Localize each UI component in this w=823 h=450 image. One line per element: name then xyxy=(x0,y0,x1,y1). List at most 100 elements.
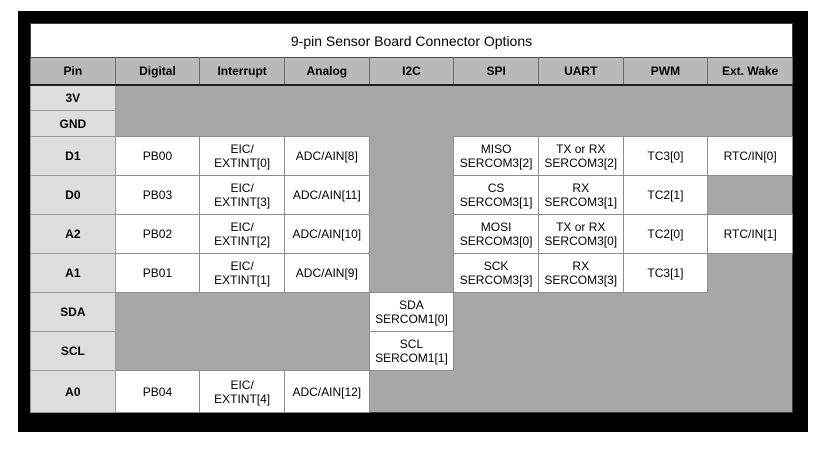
data-cell xyxy=(707,370,793,413)
column-header-pin: Pin xyxy=(30,57,116,86)
data-cell xyxy=(538,331,624,371)
data-cell xyxy=(538,292,624,332)
data-cell: PB01 xyxy=(114,253,201,293)
pin-cell-3v: 3V xyxy=(30,84,116,111)
data-cell: RTC/IN[0] xyxy=(707,136,793,176)
column-header-digital: Digital xyxy=(114,57,201,86)
data-cell: EIC/ EXTINT[2] xyxy=(199,214,285,254)
data-cell: ADC/AIN[8] xyxy=(283,136,370,176)
column-header-uart: UART xyxy=(537,57,624,86)
pin-cell-sda: SDA xyxy=(30,292,116,332)
data-cell xyxy=(453,110,539,137)
pin-cell-d1: D1 xyxy=(30,136,116,176)
data-cell: TC2[0] xyxy=(622,214,709,254)
data-cell xyxy=(623,331,708,371)
data-cell: PB00 xyxy=(114,136,201,176)
data-cell: EIC/ EXTINT[3] xyxy=(199,175,285,215)
table-row-d1: D1 PB00 EIC/ EXTINT[0] ADC/AIN[8] MISO S… xyxy=(30,136,793,176)
data-cell: RTC/IN[1] xyxy=(707,214,793,254)
black-frame: 9-pin Sensor Board Connector Options Pin… xyxy=(18,11,808,432)
table-row-a1: A1 PB01 EIC/ EXTINT[1] ADC/AIN[9] SCK SE… xyxy=(30,253,793,293)
data-cell xyxy=(199,331,285,371)
data-cell xyxy=(707,292,793,332)
data-cell xyxy=(199,84,285,111)
data-cell: PB03 xyxy=(114,175,201,215)
data-cell: TX or RX SERCOM3[2] xyxy=(537,136,624,176)
data-cell: PB04 xyxy=(114,370,201,413)
pin-cell-d0: D0 xyxy=(30,175,116,215)
data-cell xyxy=(115,110,200,137)
data-cell: EIC/ EXTINT[0] xyxy=(199,136,285,176)
data-cell xyxy=(284,110,370,137)
data-cell xyxy=(369,253,454,293)
data-cell xyxy=(453,370,539,413)
data-cell xyxy=(369,370,454,413)
data-cell xyxy=(284,84,370,111)
data-cell: MISO SERCOM3[2] xyxy=(453,136,539,176)
pin-cell-a1: A1 xyxy=(30,253,116,293)
data-cell: ADC/AIN[12] xyxy=(283,370,370,413)
table-row-a2: A2 PB02 EIC/ EXTINT[2] ADC/AIN[10] MOSI … xyxy=(30,214,793,254)
data-cell: RX SERCOM3[3] xyxy=(537,253,624,293)
table-row-3v: 3V xyxy=(30,84,793,111)
table-title: 9-pin Sensor Board Connector Options xyxy=(30,23,793,58)
data-cell xyxy=(199,292,285,332)
data-cell xyxy=(369,214,454,254)
data-cell xyxy=(453,84,539,111)
data-cell: TC3[0] xyxy=(622,136,709,176)
pin-cell-gnd: GND xyxy=(30,110,116,137)
data-cell xyxy=(369,110,454,137)
table-title-row: 9-pin Sensor Board Connector Options xyxy=(30,23,793,58)
data-cell xyxy=(538,370,624,413)
data-cell: EIC/ EXTINT[1] xyxy=(199,253,285,293)
data-cell xyxy=(115,292,200,332)
data-cell xyxy=(707,175,793,215)
data-cell: TC3[1] xyxy=(622,253,709,293)
data-cell: RX SERCOM3[1] xyxy=(537,175,624,215)
column-header-pwm: PWM xyxy=(622,57,709,86)
data-cell xyxy=(284,292,370,332)
data-cell: TC2[1] xyxy=(622,175,709,215)
data-cell xyxy=(623,84,708,111)
data-cell xyxy=(453,292,539,332)
data-cell: MOSI SERCOM3[0] xyxy=(453,214,539,254)
column-header-spi: SPI xyxy=(453,57,539,86)
data-cell xyxy=(453,331,539,371)
data-cell xyxy=(623,292,708,332)
data-cell: PB02 xyxy=(114,214,201,254)
column-header-ext-wake: Ext. Wake xyxy=(707,57,793,86)
data-cell xyxy=(707,110,793,137)
data-cell xyxy=(538,84,624,111)
data-cell: ADC/AIN[9] xyxy=(283,253,370,293)
table-header-row: Pin Digital Interrupt Analog I2C SPI UAR… xyxy=(30,57,793,86)
data-cell: ADC/AIN[10] xyxy=(283,214,370,254)
data-cell: ADC/AIN[11] xyxy=(283,175,370,215)
data-cell xyxy=(538,110,624,137)
data-cell: CS SERCOM3[1] xyxy=(453,175,539,215)
pin-cell-scl: SCL xyxy=(30,331,116,371)
data-cell xyxy=(199,110,285,137)
data-cell xyxy=(623,110,708,137)
column-header-interrupt: Interrupt xyxy=(199,57,285,86)
data-cell xyxy=(369,136,454,176)
data-cell: SCK SERCOM3[3] xyxy=(453,253,539,293)
table-row-sda: SDA SDA SERCOM1[0] xyxy=(30,292,793,332)
data-cell xyxy=(284,331,370,371)
column-header-analog: Analog xyxy=(283,57,370,86)
table-row-gnd: GND xyxy=(30,110,793,137)
data-cell: SDA SERCOM1[0] xyxy=(368,292,455,332)
column-header-i2c: I2C xyxy=(368,57,455,86)
data-cell xyxy=(115,331,200,371)
connector-options-table: 9-pin Sensor Board Connector Options Pin… xyxy=(30,23,793,413)
table-row-a0: A0 PB04 EIC/ EXTINT[4] ADC/AIN[12] xyxy=(30,370,793,413)
data-cell: SCL SERCOM1[1] xyxy=(368,331,455,371)
table-row-scl: SCL SCL SERCOM1[1] xyxy=(30,331,793,371)
data-cell xyxy=(623,370,708,413)
data-cell: EIC/ EXTINT[4] xyxy=(199,370,285,413)
data-cell xyxy=(707,84,793,111)
pin-cell-a0: A0 xyxy=(30,370,116,413)
data-cell xyxy=(707,253,793,293)
data-cell xyxy=(369,84,454,111)
pin-cell-a2: A2 xyxy=(30,214,116,254)
data-cell xyxy=(115,84,200,111)
